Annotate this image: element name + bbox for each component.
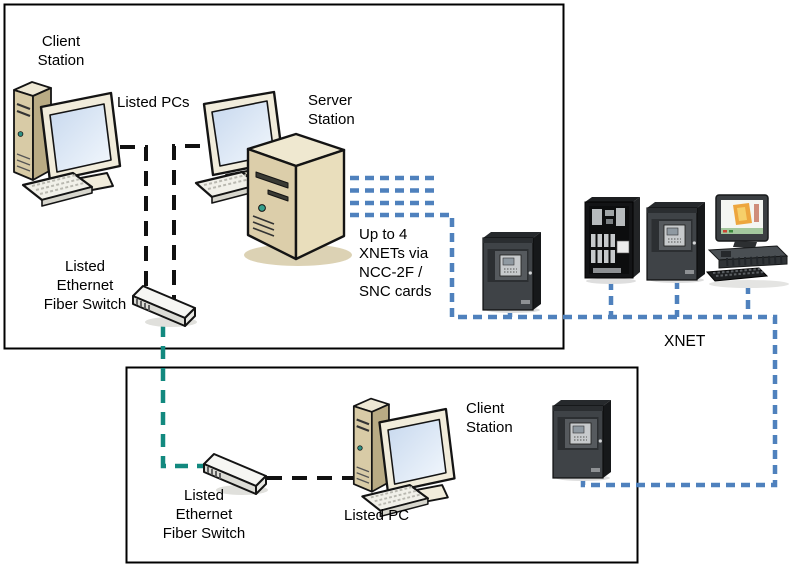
fiber-link-between-switches — [160, 324, 210, 469]
fiber-switch-top-icon — [132, 285, 198, 328]
label-client-station-top: Client Station — [28, 32, 94, 70]
link-server-to-switch — [172, 144, 200, 305]
fire-panel-right-icon — [646, 201, 706, 284]
label-client-station-bottom: Client Station — [466, 399, 536, 437]
label-fiber-switch-bottom: Listed Ethernet Fiber Switch — [148, 486, 260, 543]
fire-panel-top-box-icon — [482, 231, 542, 314]
graphic-workstation-icon — [705, 194, 789, 288]
xnet-main-loop — [335, 212, 778, 488]
label-server-station: Server Station — [308, 91, 378, 129]
link-client-to-switch — [120, 145, 148, 295]
client-pc-top-icon — [12, 80, 122, 208]
label-line: NCC-2F / — [359, 264, 423, 281]
label-xnet: XNET — [664, 333, 706, 350]
label-line: Fiber Switch — [43, 296, 127, 313]
open-fire-panel-icon — [584, 197, 640, 284]
label-line: Up to 4 — [359, 226, 408, 243]
label-line: Ethernet — [56, 277, 114, 294]
label-line: Station — [37, 52, 85, 69]
label-listed-pc: Listed PC — [344, 507, 410, 524]
ethernet-copper-links — [120, 144, 370, 480]
top-system-box — [3, 3, 565, 350]
label-line: Server — [308, 92, 353, 109]
label-line: Fiber Switch — [162, 525, 246, 542]
label-line: Station — [466, 419, 513, 436]
label-line: XNETs via — [359, 245, 429, 262]
label-xnet-note: Up to 4 XNETs via NCC-2F / SNC cards — [359, 225, 454, 301]
xnet-links — [335, 175, 778, 488]
client-pc-bottom-icon — [352, 397, 456, 518]
label-line: Ethernet — [175, 506, 233, 523]
label-line: Client — [41, 33, 81, 50]
label-line: Listed — [64, 258, 106, 275]
fire-panel-bottom-icon — [552, 399, 612, 482]
label-line: Client — [466, 400, 505, 417]
bottom-system-box — [125, 366, 639, 564]
server-pc-icon — [194, 90, 352, 266]
label-line: SNC cards — [359, 283, 432, 300]
label-listed-pcs: Listed PCs — [117, 94, 190, 111]
label-fiber-switch-top: Listed Ethernet Fiber Switch — [30, 257, 140, 314]
label-line: Listed — [183, 487, 225, 504]
label-line: Station — [308, 111, 355, 128]
